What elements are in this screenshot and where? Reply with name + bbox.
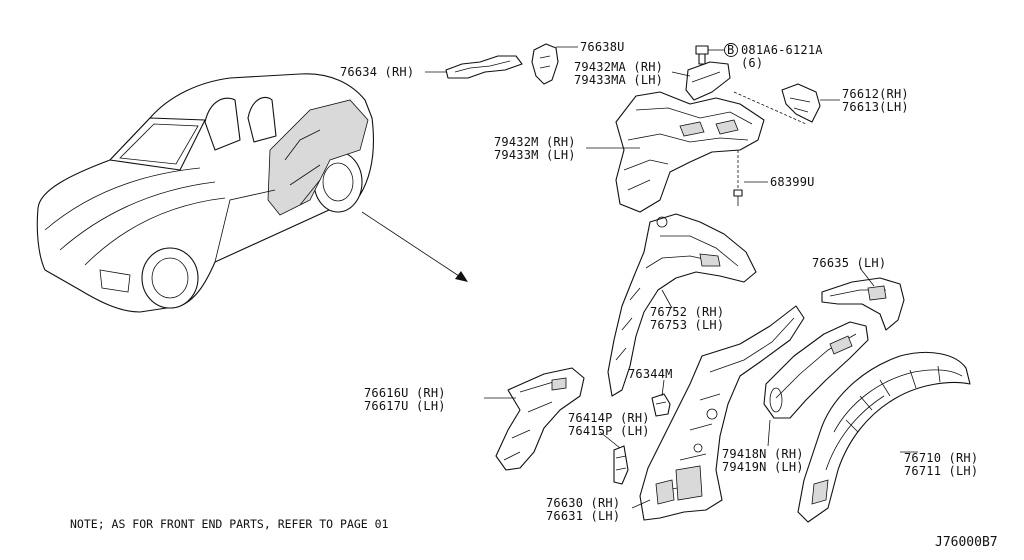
label-76617u: 76617U (LH) xyxy=(364,399,446,413)
part-76635: 76635 (LH) xyxy=(812,256,905,331)
part-76752: 76752 (RH) 76753 (LH) xyxy=(607,213,757,397)
label-76634: 76634 (RH) xyxy=(340,65,414,79)
part-76616u: 76616U (RH) 76617U (LH) xyxy=(364,367,585,471)
label-76414p: 76414P (RH) xyxy=(568,411,650,425)
label-76710: 76710 (RH) xyxy=(904,451,978,465)
bolt-prefix: B xyxy=(727,43,734,57)
diagram-reference: J76000B7 xyxy=(935,535,998,550)
label-76616u: 76616U (RH) xyxy=(364,386,446,400)
label-79433ma: 79433MA (LH) xyxy=(574,73,663,87)
label-76415p: 76415P (LH) xyxy=(568,424,650,438)
car-illustration xyxy=(36,73,375,313)
label-79418n: 79418N (RH) xyxy=(722,447,804,461)
label-76630: 76630 (RH) xyxy=(546,496,620,510)
label-79432ma: 79432MA (RH) xyxy=(574,60,663,74)
label-76631: 76631 (LH) xyxy=(546,509,620,523)
label-76344m: 76344M xyxy=(628,367,673,381)
part-76612: 76612(RH) 76613(LH) xyxy=(781,83,909,123)
label-68399u: 68399U xyxy=(770,175,815,189)
label-76612: 76612(RH) xyxy=(842,87,909,101)
part-76710: 76710 (RH) 76711 (LH) xyxy=(797,351,978,523)
label-76635: 76635 (LH) xyxy=(812,256,886,270)
clip-68399u: 68399U xyxy=(733,175,815,206)
label-76638u: 76638U xyxy=(580,40,625,54)
label-79419n: 79419N (LH) xyxy=(722,460,804,474)
part-79432ma: 79432MA (RH) 79433MA (LH) xyxy=(574,60,731,101)
part-76638u: 76638U xyxy=(531,40,625,85)
label-081a6-6121a: 081A6-6121A xyxy=(741,43,823,57)
label-76711: 76711 (LH) xyxy=(904,464,978,478)
direction-arrow xyxy=(361,211,468,282)
part-76630: 76630 (RH) 76631 (LH) xyxy=(546,305,805,523)
bolt-081a6-6121a: B 081A6-6121A (6) xyxy=(695,43,823,70)
label-79432m: 79432M (RH) xyxy=(494,135,576,149)
part-76344m: 76344M xyxy=(628,367,673,417)
label-76613: 76613(LH) xyxy=(842,100,909,114)
label-79433m: 79433M (LH) xyxy=(494,148,576,162)
footer-note: NOTE; AS FOR FRONT END PARTS, REFER TO P… xyxy=(70,517,389,531)
label-76753: 76753 (LH) xyxy=(650,318,724,332)
part-79432m: 79432M (RH) 79433M (LH) xyxy=(494,91,807,213)
part-76414p: 76414P (RH) 76415P (LH) xyxy=(568,411,650,485)
label-bolt-qty: (6) xyxy=(741,56,763,70)
label-76752: 76752 (RH) xyxy=(650,305,724,319)
part-76634: 76634 (RH) xyxy=(340,55,523,79)
part-79418n: 79418N (RH) 79419N (LH) xyxy=(722,321,869,474)
